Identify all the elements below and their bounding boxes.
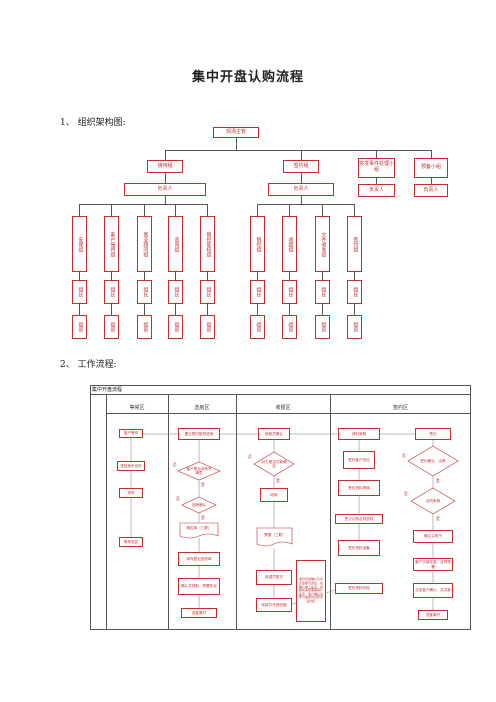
org-leader: 组长 [104, 280, 119, 304]
org-member: 组员 [282, 315, 297, 339]
flow-waiting-2: 查验身份证件 [117, 461, 145, 471]
org-member: 组员 [104, 315, 119, 339]
org-leader: 组长 [200, 280, 215, 304]
flow-waiting-3: 排号 [119, 488, 143, 498]
flow-select-3: 选房确认 [191, 502, 207, 507]
doc-title: 集中开盘认购流程 [191, 70, 304, 85]
cond-no: 否 [173, 462, 177, 467]
cond-no: 否 [404, 491, 408, 496]
flow-title: 集中开盘流程 [92, 387, 123, 393]
flow-sign-10: 确认认购书 [413, 530, 453, 543]
section-org-heading: 1、 组织架构图: [60, 118, 126, 128]
org-unit-inquiry: 咨询组 [168, 216, 183, 272]
flow-sign-9: 合同审核 [425, 498, 441, 503]
org-member: 组员 [315, 315, 330, 339]
flow-sign-13: 送客离开 [418, 610, 448, 620]
org-unit-documents: 文件收发组 [315, 216, 330, 272]
flow-waiting-1: 客户等待 [119, 429, 143, 438]
org-lead-emergency: 负责人 [358, 184, 395, 197]
flow-cashier-1: 收款员确认 [258, 428, 290, 440]
org-member: 组员 [250, 315, 265, 339]
flow-sign-1: 资料审核 [338, 428, 380, 440]
org-unit-cashier: 收银组 [282, 216, 297, 272]
section-flow-heading: 2、 工作流程: [60, 360, 117, 370]
lane-signing: 签约区 [392, 404, 408, 411]
org-unit-signing: 签约组 [347, 216, 362, 272]
flow-cashier-5: 收银员签字 [256, 570, 292, 585]
org-member: 组员 [200, 315, 215, 339]
flow-sign-11: 客户交纳定金，合同签署 [413, 558, 453, 571]
org-unit-consultants: 置业顾问组 [137, 216, 152, 272]
org-group-reserve: 预备小组 [414, 158, 448, 178]
org-group-reception: 接待组 [147, 160, 183, 173]
org-leader: 组长 [347, 280, 362, 304]
org-root-manager: 现场主管 [213, 127, 259, 138]
org-unit-customer-reception: 客户接待组 [104, 216, 119, 272]
flow-waiting-4: 等号进区 [119, 537, 143, 547]
cond-yes: 是 [201, 515, 205, 520]
flow-sign-4: 签订认购合同资料 [335, 514, 383, 524]
flow-sign-2: 签约客户协议 [343, 451, 375, 469]
org-lead-signing: 负责人 [268, 183, 334, 196]
lane-cashier: 收银区 [275, 404, 291, 411]
org-leader: 组长 [137, 280, 152, 304]
org-member: 组员 [72, 315, 87, 339]
flow-select-1: 置业顾问陪同选房 [178, 428, 220, 440]
org-leader: 组长 [315, 280, 330, 304]
flow-sign-6: 签约资料存档 [335, 583, 383, 594]
flow-sign-12: 交给客户确认，并交款 [413, 583, 453, 598]
flow-select-2: 客户是否对房号满意 [186, 466, 212, 475]
org-leader: 组长 [250, 280, 265, 304]
org-unit-sales-control: 销控组 [250, 216, 265, 272]
org-leader: 组长 [72, 280, 87, 304]
flow-cashier-6: 收款并开具收据 [256, 598, 292, 612]
lane-waiting: 等候区 [129, 404, 145, 411]
flow-cashier-4: 票据（三联） [264, 532, 286, 537]
cond-no: 否 [402, 453, 406, 458]
flow-select-5: 填写登记选房单 [178, 552, 220, 566]
org-member: 组员 [137, 315, 152, 339]
flow-sign-8: 签约确认，出具 [420, 458, 446, 463]
cond-yes: 是 [436, 478, 440, 483]
org-lead-reception: 负责人 [124, 183, 206, 196]
cond-no: 否 [248, 454, 252, 459]
flow-cashier-3: 收款 [260, 488, 288, 502]
org-unit-sales-control-review: 销控复核组 [200, 216, 215, 272]
flow-select-4: 销控单（三联） [186, 526, 212, 531]
lane-selection: 选房区 [194, 404, 210, 411]
cond-yes: 是 [436, 516, 440, 521]
flow-select-7: 送客离开 [181, 608, 217, 618]
org-member: 组员 [168, 315, 183, 339]
org-group-signing: 签约组 [283, 160, 319, 173]
org-leader: 组长 [282, 280, 297, 304]
flow-cashier-2: 对方是否付款确定 [261, 459, 287, 468]
flow-sign-5: 签约资料准备 [338, 540, 380, 556]
flow-select-6: 确认并领取、签署协议 [178, 578, 220, 595]
org-leader: 组长 [168, 280, 183, 304]
org-lead-reserve: 负责人 [414, 184, 448, 197]
flow-sign-3: 签约资料审核 [338, 480, 380, 496]
org-group-emergency: 突发事件处理小组 [358, 158, 395, 178]
org-unit-security: 安保组 [72, 216, 87, 272]
org-member: 组员 [347, 315, 362, 339]
flow-sign-7: 签约 [415, 428, 451, 440]
cond-yes: 是 [276, 478, 280, 483]
flow-cashier-note: 收款员的确认及对应金额无误后，在确认单上签字；如相关事项需要客户签字，客户确认后… [296, 560, 326, 622]
cond-no: 否 [176, 496, 180, 501]
cond-yes: 是 [201, 482, 205, 487]
